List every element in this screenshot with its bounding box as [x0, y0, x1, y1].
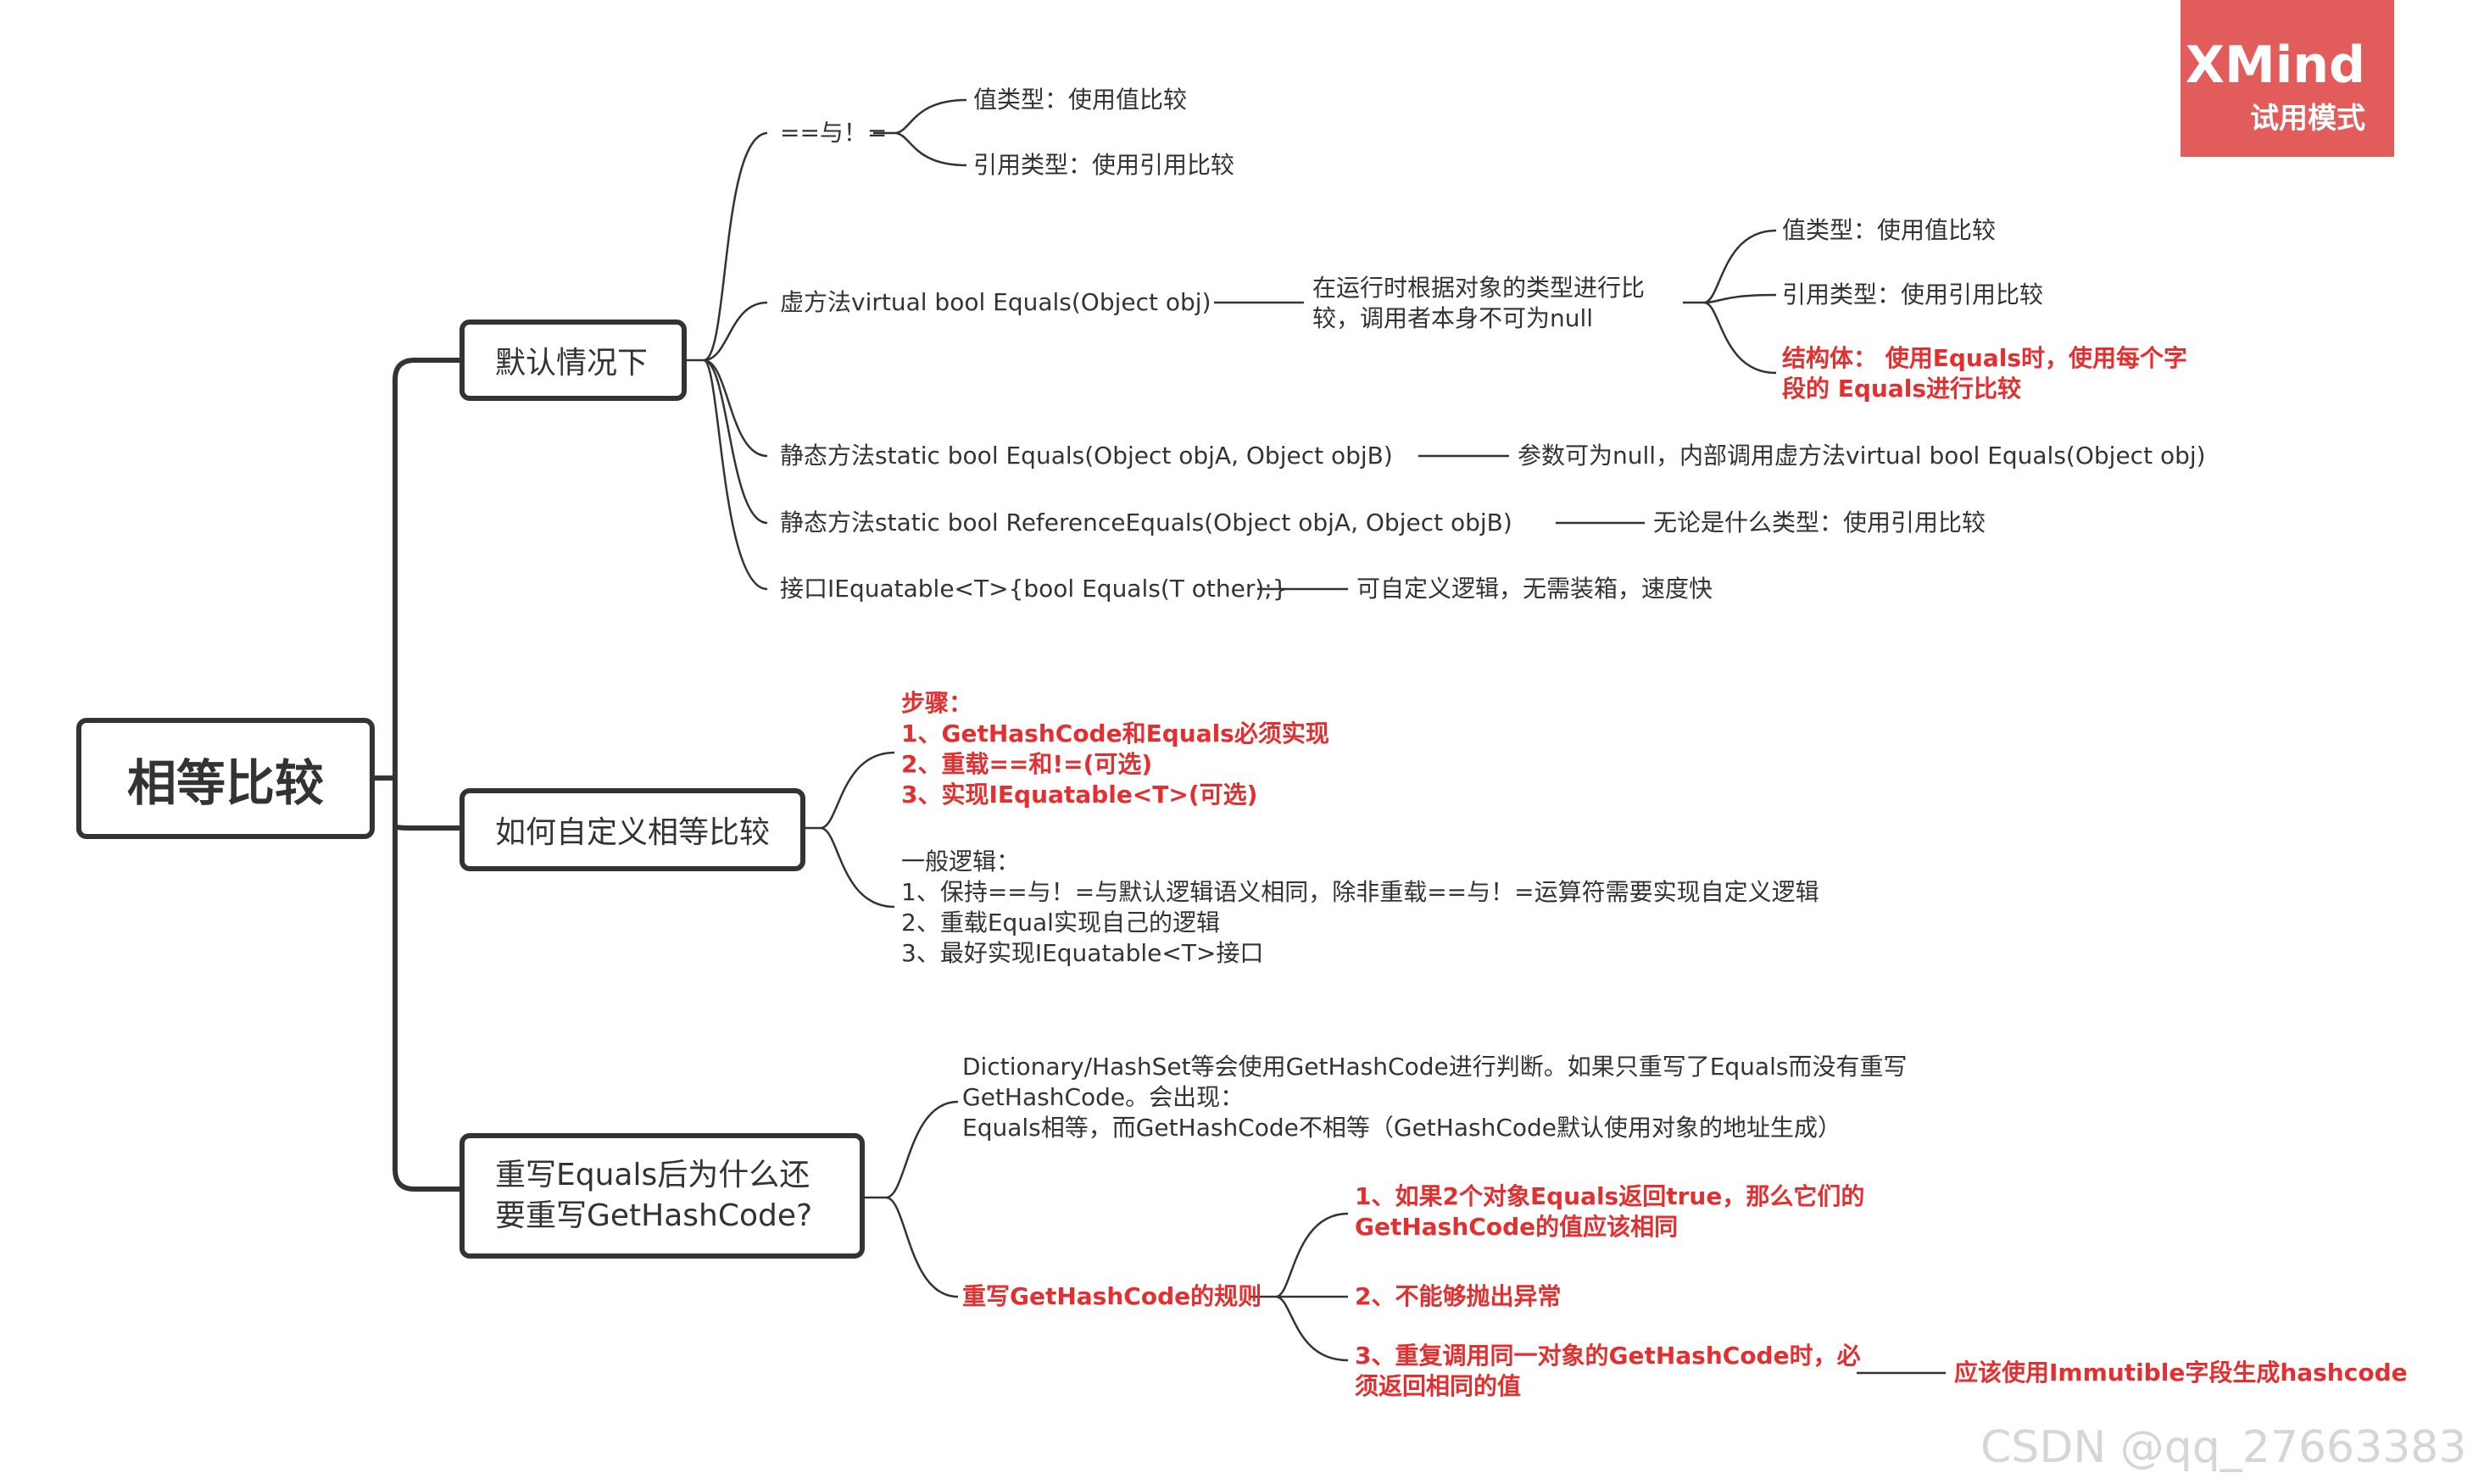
connector-b3-rules: [885, 1196, 959, 1298]
general-item-1: 1、保持==与！=与默认逻辑语义相同，除非重载==与！=运算符需要实现自定义逻辑: [901, 878, 1819, 906]
connector-eq-children: [873, 98, 967, 167]
watermark: CSDN @qq_27663383: [1980, 1422, 2467, 1473]
branch-custom-node[interactable]: 如何自定义相等比较: [460, 788, 805, 871]
general-item-3: 3、最好实现IEquatable<T>接口: [901, 939, 1264, 967]
virtual-ref-type: 引用类型：使用引用比较: [1782, 281, 2044, 308]
connector-b1-eq: [687, 131, 768, 362]
explain-line3: Equals相等，而GetHashCode不相等（GetHashCode默认使用…: [962, 1114, 1842, 1142]
branch-default-node[interactable]: 默认情况下: [460, 320, 687, 401]
static-equals-label: 静态方法static bool Equals(Object objA, Obje…: [780, 442, 1393, 470]
connector-b2-general: [820, 826, 895, 909]
branch-custom-label: 如何自定义相等比较: [495, 815, 771, 850]
steps-heading: 步骤：: [901, 689, 973, 717]
steps-item-1: 1、GetHashCode和Equals必须实现: [901, 720, 1329, 748]
virtual-struct-line2: 段的 Equals进行比较: [1782, 375, 2022, 403]
xmind-logo-title: XMind: [2185, 36, 2365, 95]
virtual-struct-line1: 结构体： 使用Equals时，使用每个字: [1782, 344, 2188, 372]
connector-rules-children: [1250, 1212, 1349, 1362]
connector-b1-static: [703, 358, 768, 458]
root-node[interactable]: 相等比较: [76, 718, 375, 839]
general-heading: 一般逻辑：: [901, 848, 1021, 875]
virtual-desc-line2: 较，调用者本身不可为null: [1312, 304, 1594, 332]
connector-trunk: [393, 358, 460, 1192]
static-equals-desc: 参数可为null，内部调用虚方法virtual bool Equals(Obje…: [1518, 442, 2206, 470]
virtual-desc-line1: 在运行时根据对象的类型进行比: [1312, 274, 1646, 302]
static-ref-desc: 无论是什么类型：使用引用比较: [1653, 509, 1986, 536]
connector-b1-virtual: [703, 301, 768, 362]
branch-hashcode-title-line2: 要重写GetHashCode?: [495, 1198, 813, 1233]
branch-hashcode-title: 重写Equals后为什么还 要重写GetHashCode?: [495, 1155, 812, 1237]
virtual-value-type: 值类型：使用值比较: [1782, 216, 1997, 244]
connector-b1-iequatable: [703, 358, 768, 591]
rule3-line2: 须返回相同的值: [1355, 1372, 1522, 1400]
connector-b3-explain: [865, 1100, 959, 1199]
branch-default-label: 默认情况下: [495, 346, 649, 381]
rule1-line1: 1、如果2个对象Equals返回true，那么它们的: [1355, 1182, 1865, 1210]
static-ref-label: 静态方法static bool ReferenceEquals(Object o…: [780, 509, 1512, 536]
steps-item-3: 3、实现IEquatable<T>(可选): [901, 781, 1258, 809]
xmind-logo-subtitle: 试用模式: [2250, 102, 2365, 136]
rule3-note: 应该使用Immutible字段生成hashcode: [1954, 1359, 2408, 1387]
connector-b1-ref: [703, 358, 768, 525]
rule3-line1: 3、重复调用同一对象的GetHashCode时，必: [1355, 1342, 1861, 1370]
root-label: 相等比较: [126, 753, 324, 812]
explain-line2: GetHashCode。会出现：: [962, 1083, 1245, 1111]
eq-ref-type: 引用类型：使用引用比较: [973, 151, 1235, 179]
explain-line1: Dictionary/HashSet等会使用GetHashCode进行判断。如果…: [962, 1053, 1908, 1081]
iequatable-desc: 可自定义逻辑，无需装箱，速度快: [1356, 575, 1713, 603]
rule2: 2、不能够抛出异常: [1355, 1282, 1562, 1310]
connector-virtual-children: [1683, 229, 1777, 375]
eq-value-type: 值类型：使用值比较: [973, 86, 1188, 114]
rules-label: 重写GetHashCode的规则: [962, 1282, 1262, 1310]
connector-b2-steps: [805, 751, 895, 830]
eq-op-label: ==与！=: [780, 119, 888, 147]
general-item-2: 2、重载Equal实现自己的逻辑: [901, 909, 1220, 937]
virtual-method-label: 虚方法virtual bool Equals(Object obj): [780, 288, 1211, 316]
steps-item-2: 2、重载==和!=(可选): [901, 750, 1153, 778]
branch-hashcode-node[interactable]: 重写Equals后为什么还 要重写GetHashCode?: [460, 1133, 865, 1259]
xmind-logo: XMind 试用模式: [2181, 0, 2394, 157]
iequatable-label: 接口IEquatable<T>{bool Equals(T other);}: [780, 575, 1288, 603]
branch-hashcode-title-line1: 重写Equals后为什么还: [495, 1158, 810, 1192]
rule1-line2: GetHashCode的值应该相同: [1355, 1213, 1679, 1241]
